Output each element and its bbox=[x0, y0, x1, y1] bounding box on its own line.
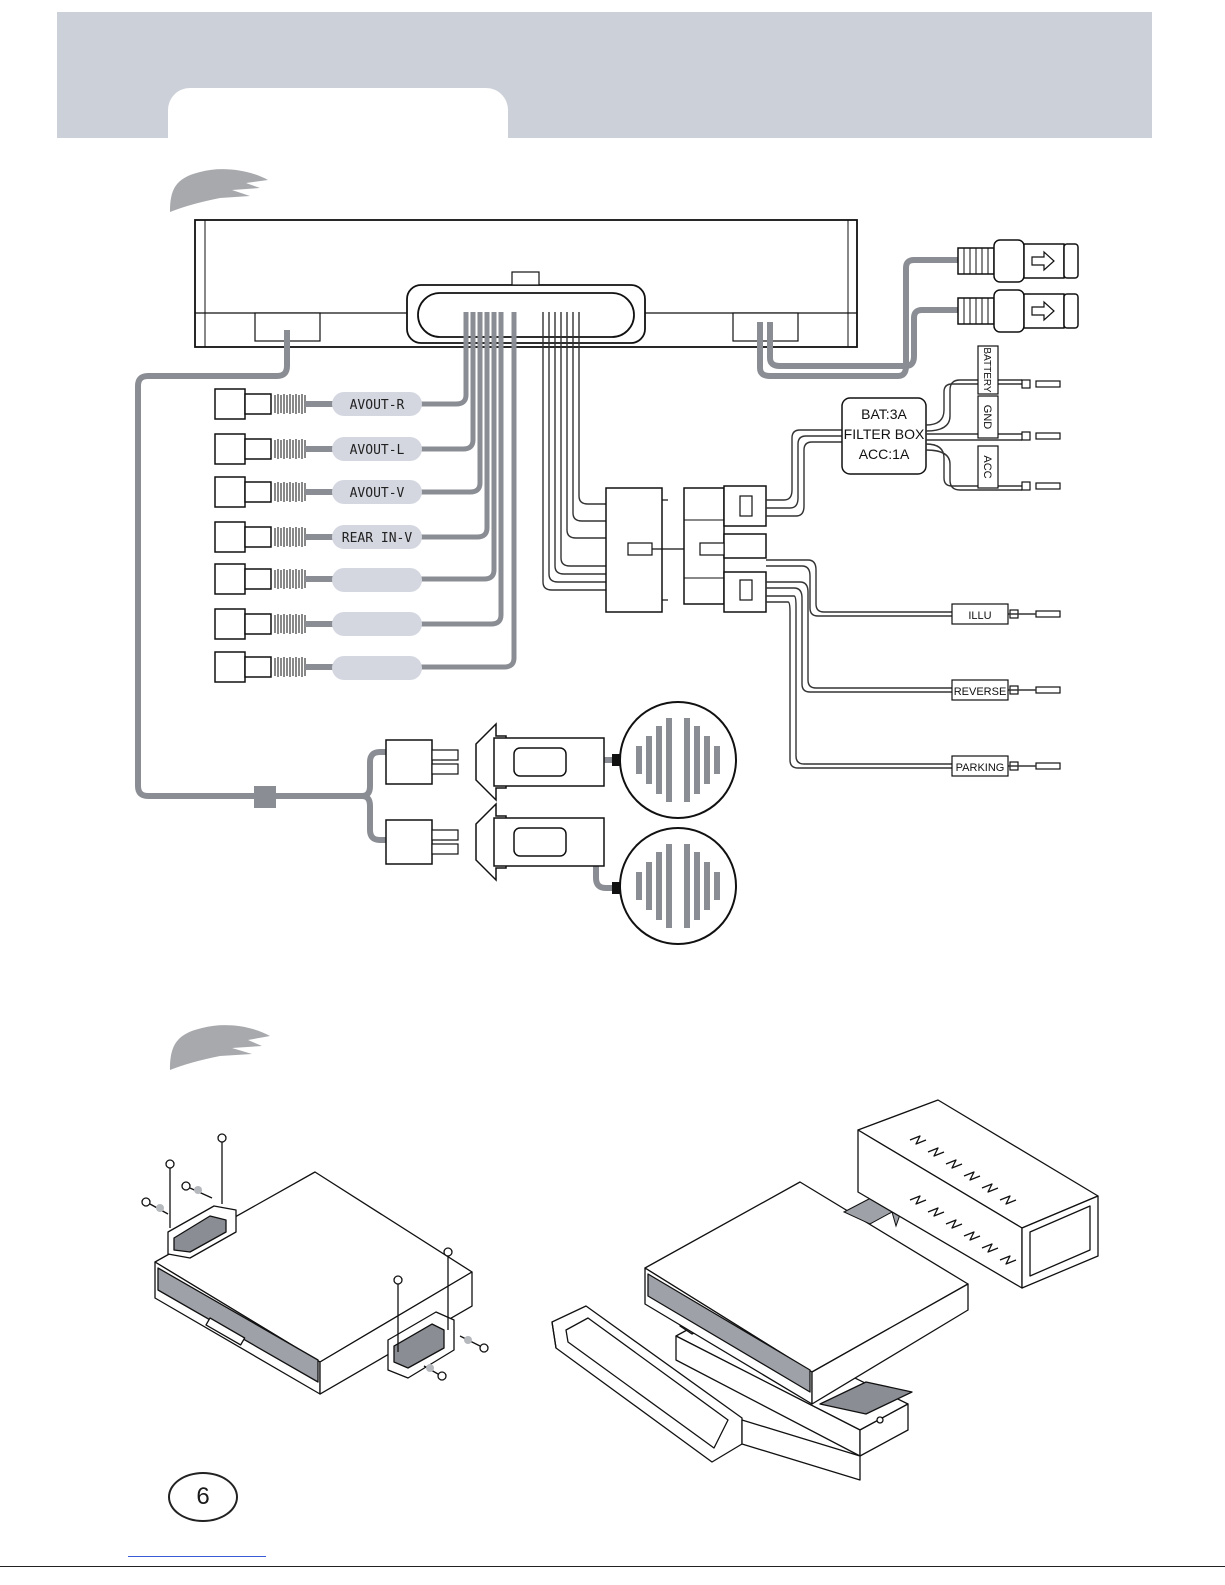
wire-label-battery: BATTERY bbox=[978, 346, 998, 394]
bottom-link-underline bbox=[128, 1556, 266, 1557]
svg-text:ACC: ACC bbox=[981, 455, 993, 478]
antenna-connector-1 bbox=[958, 240, 1078, 282]
speaker-plug-2 bbox=[386, 804, 604, 880]
rca-plug-7 bbox=[215, 652, 333, 682]
svg-text:FILTER BOX: FILTER BOX bbox=[844, 426, 925, 442]
svg-text:AVOUT-L: AVOUT-L bbox=[350, 443, 405, 458]
rca-plug-3 bbox=[215, 477, 333, 507]
power-wires bbox=[766, 430, 842, 516]
wire-label-reverse: REVERSE bbox=[952, 680, 1008, 700]
wire-label-parking: PARKING bbox=[952, 756, 1008, 776]
speaker-1 bbox=[620, 702, 736, 818]
speaker-2 bbox=[620, 828, 736, 944]
wire-label-illu: ILLU bbox=[952, 604, 1008, 624]
rca-label-1: AVOUT-R bbox=[332, 392, 422, 416]
rca-label-3: AVOUT-V bbox=[332, 480, 422, 504]
wire-label-gnd: GND bbox=[978, 396, 998, 438]
rca-plug-4 bbox=[215, 522, 333, 552]
rca-label-7 bbox=[332, 656, 422, 680]
rca-label-2: AVOUT-L bbox=[332, 437, 422, 461]
signal-wires bbox=[766, 560, 1036, 768]
rca-label-5 bbox=[332, 568, 422, 592]
rca-plug-6 bbox=[215, 609, 333, 639]
rca-plug-2 bbox=[215, 434, 333, 464]
filter-box: BAT:3A FILTER BOX ACC:1A bbox=[842, 398, 926, 474]
wire-label-acc: ACC bbox=[978, 446, 998, 488]
wire-terminals bbox=[1010, 380, 1060, 770]
svg-text:ILLU: ILLU bbox=[968, 610, 991, 622]
rca-label-4: REAR IN-V bbox=[332, 525, 422, 549]
speaker-terminal-2 bbox=[612, 882, 620, 894]
svg-text:AVOUT-R: AVOUT-R bbox=[350, 398, 405, 413]
speaker-plug-1 bbox=[386, 724, 604, 800]
svg-text:REAR IN-V: REAR IN-V bbox=[342, 531, 413, 546]
speaker-terminal-1 bbox=[612, 754, 620, 766]
page-number-text: 6 bbox=[196, 1483, 209, 1511]
rca-label-6 bbox=[332, 612, 422, 636]
antenna-connector-2 bbox=[958, 290, 1078, 332]
bottom-rule bbox=[0, 1566, 1225, 1567]
install-unit-with-brackets bbox=[142, 1134, 488, 1394]
page-number: 6 bbox=[168, 1472, 238, 1522]
brush-stroke-top bbox=[170, 169, 268, 212]
harness-wires bbox=[543, 312, 606, 590]
rca-cable-bundle bbox=[420, 312, 514, 667]
rca-plug-1 bbox=[215, 389, 333, 419]
svg-text:BATTERY: BATTERY bbox=[981, 347, 992, 393]
svg-text:ACC:1A: ACC:1A bbox=[859, 446, 910, 462]
svg-text:BAT:3A: BAT:3A bbox=[861, 406, 907, 422]
svg-text:AVOUT-V: AVOUT-V bbox=[350, 486, 405, 501]
brush-stroke-bottom bbox=[170, 1025, 270, 1070]
svg-text:PARKING: PARKING bbox=[956, 762, 1005, 774]
rca-plug-5 bbox=[215, 564, 333, 594]
svg-text:REVERSE: REVERSE bbox=[954, 686, 1007, 698]
filter-box-output-wires bbox=[926, 380, 1022, 490]
iso-connector-male bbox=[684, 486, 766, 612]
cable-junction bbox=[254, 786, 276, 808]
svg-text:GND: GND bbox=[981, 405, 993, 430]
